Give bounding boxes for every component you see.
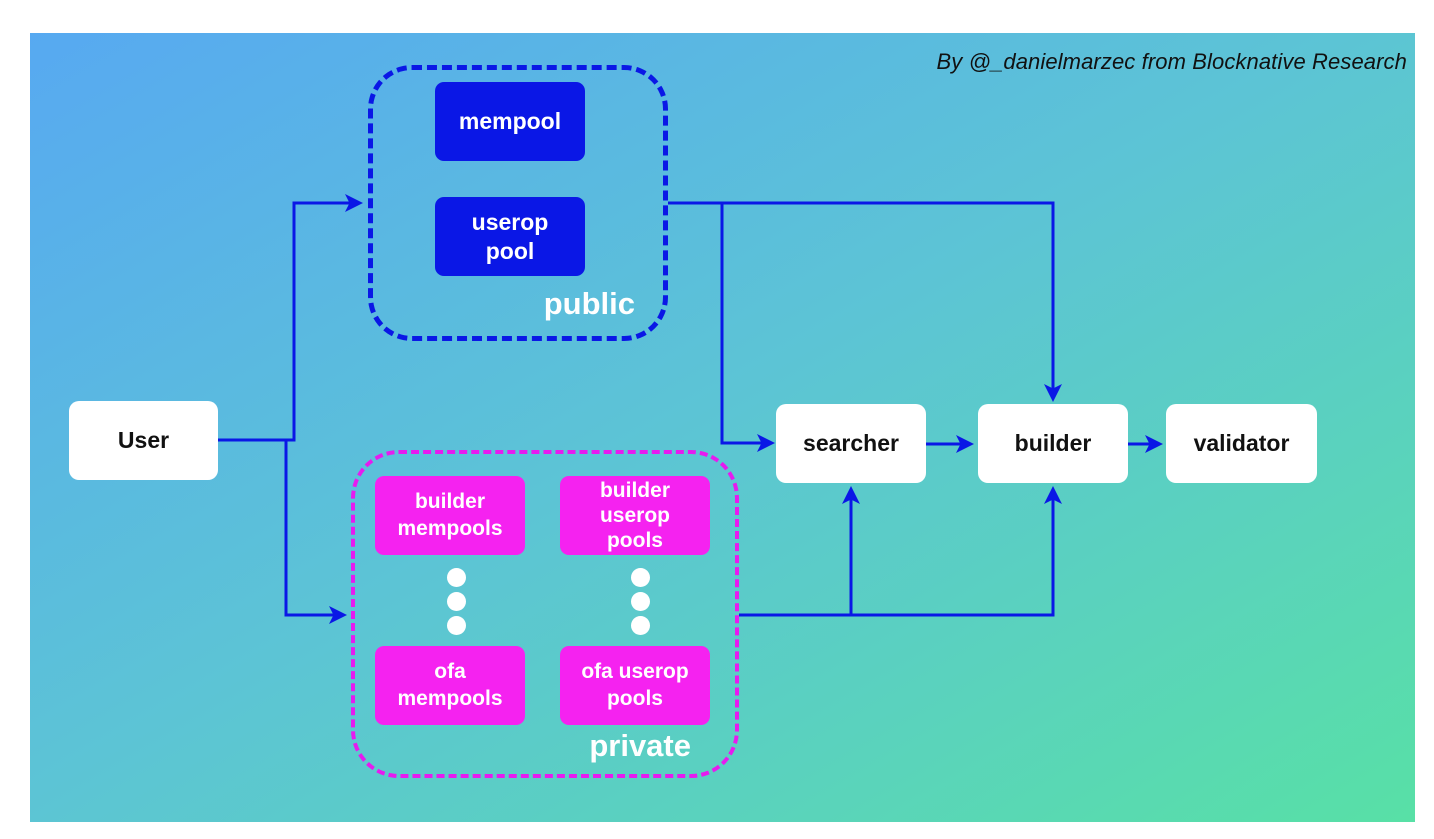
- user-node: User: [69, 401, 218, 480]
- mempool-box: mempool: [435, 82, 585, 161]
- arrow-public-to-searcher: [720, 203, 775, 452]
- ofa-mempools-box: ofa mempools: [375, 646, 525, 725]
- userop-pool-box: userop pool: [435, 197, 585, 276]
- searcher-node: searcher: [776, 404, 926, 483]
- builder-userop-pools-box: builder userop pools: [560, 476, 710, 555]
- connector-layer: [218, 194, 1163, 624]
- ofa-userop-pools-box: ofa userop pools: [560, 646, 710, 725]
- builder-mempools-box: builder mempools: [375, 476, 525, 555]
- arrow-public-to-builder: [668, 201, 1062, 402]
- arrow-user-to-public: [218, 194, 363, 442]
- ellipsis-dot: [447, 568, 466, 587]
- arrow-user-to-private: [284, 438, 347, 624]
- ellipsis-dot: [447, 616, 466, 635]
- diagram-canvas: By @_danielmarzec from Blocknative Resea…: [30, 33, 1415, 822]
- ellipsis-dot: [447, 592, 466, 611]
- validator-node: validator: [1166, 404, 1317, 483]
- builder-node: builder: [978, 404, 1128, 483]
- ellipsis-dot: [631, 592, 650, 611]
- public-pools-group: public: [368, 65, 668, 341]
- arrow-private-to-builder: [739, 486, 1062, 617]
- ellipsis-dot: [631, 568, 650, 587]
- ellipsis-dot: [631, 616, 650, 635]
- private-group-label: private: [589, 728, 691, 763]
- author-credit: By @_danielmarzec from Blocknative Resea…: [936, 49, 1407, 74]
- private-pools-group: private: [351, 450, 739, 778]
- public-group-label: public: [543, 286, 635, 321]
